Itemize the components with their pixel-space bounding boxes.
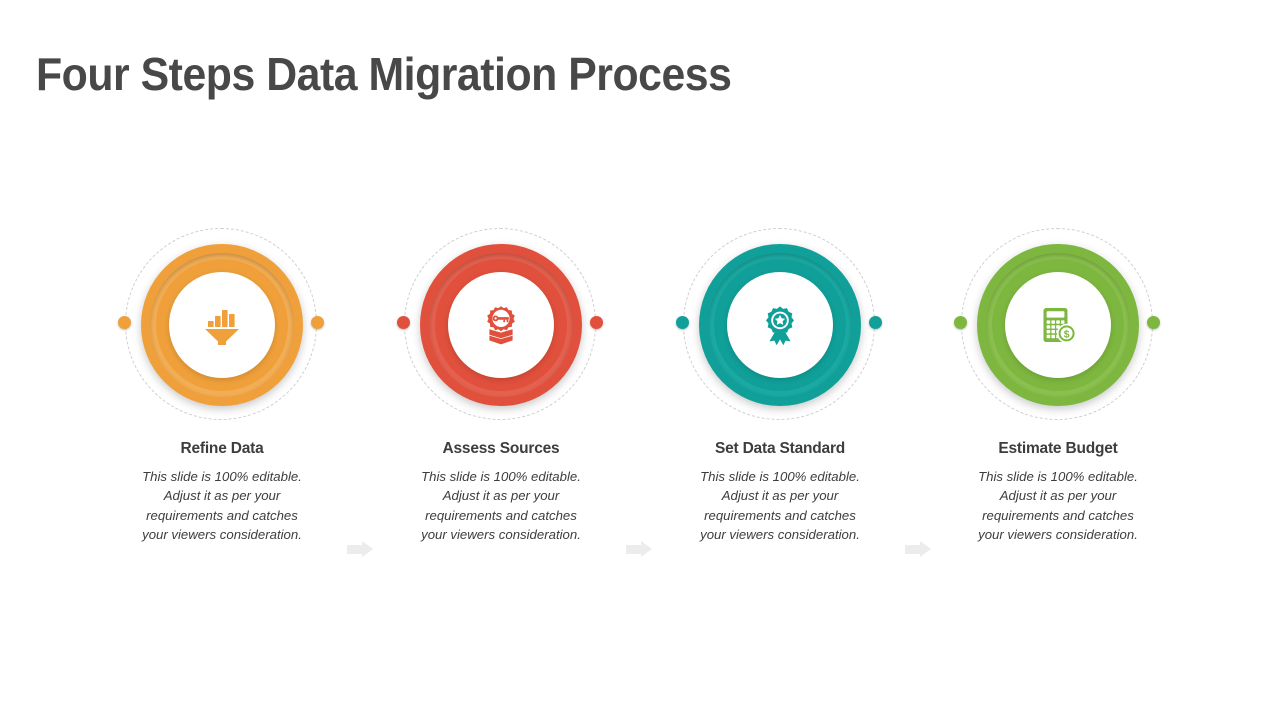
step-2-circle-group[interactable] xyxy=(397,228,603,422)
arrow-connector-3 xyxy=(905,541,931,558)
step-1-circle-group[interactable] xyxy=(118,228,324,422)
gear-key-box-icon xyxy=(478,302,524,348)
step-2-heading: Assess Sources xyxy=(442,440,560,457)
page-title: Four Steps Data Migration Process xyxy=(36,48,732,100)
arrow-connector-2 xyxy=(626,541,652,558)
step-2-icon-disc xyxy=(448,272,554,378)
step-3-description: This slide is 100% editable. Adjust it a… xyxy=(700,469,860,542)
award-medal-icon xyxy=(757,302,803,348)
step-4-heading: Estimate Budget xyxy=(998,440,1118,457)
step-4-description: This slide is 100% editable. Adjust it a… xyxy=(978,469,1138,542)
step-3-node-dot-left xyxy=(676,316,689,329)
step-3-text-block: Set Data Standard This slide is 100% edi… xyxy=(640,440,920,544)
arrow-head-icon xyxy=(920,541,931,557)
step-3-node-dot-right xyxy=(869,316,882,329)
svg-text:$: $ xyxy=(1064,329,1070,340)
process-step-3[interactable]: Set Data Standard This slide is 100% edi… xyxy=(640,228,920,588)
step-3-heading: Set Data Standard xyxy=(714,440,846,457)
step-1-description: This slide is 100% editable. Adjust it a… xyxy=(142,469,302,542)
step-1-node-dot-left xyxy=(118,316,131,329)
step-3-icon-disc xyxy=(727,272,833,378)
process-steps-row: Refine Data This slide is 100% editable.… xyxy=(0,228,1280,588)
step-1-icon-disc xyxy=(169,272,275,378)
step-2-description: This slide is 100% editable. Adjust it a… xyxy=(421,469,581,542)
arrow-head-icon xyxy=(362,541,373,557)
step-3-circle-group[interactable] xyxy=(676,228,882,422)
calculator-dollar-icon: $ xyxy=(1035,302,1081,348)
step-1-text-block: Refine Data This slide is 100% editable.… xyxy=(82,440,362,544)
step-4-text-block: Estimate Budget This slide is 100% edita… xyxy=(918,440,1198,544)
step-1-node-dot-right xyxy=(311,316,324,329)
data-funnel-icon xyxy=(199,302,245,348)
step-4-node-dot-left xyxy=(954,316,967,329)
process-step-2[interactable]: Assess Sources This slide is 100% editab… xyxy=(361,228,641,588)
process-step-4[interactable]: $ Estimate Budget This slide is 100% edi… xyxy=(918,228,1198,588)
step-4-node-dot-right xyxy=(1147,316,1160,329)
arrow-head-icon xyxy=(641,541,652,557)
step-1-heading: Refine Data xyxy=(180,440,264,457)
step-2-node-dot-left xyxy=(397,316,410,329)
step-4-icon-disc: $ xyxy=(1005,272,1111,378)
arrow-tail xyxy=(626,545,642,554)
step-2-text-block: Assess Sources This slide is 100% editab… xyxy=(361,440,641,544)
process-step-1[interactable]: Refine Data This slide is 100% editable.… xyxy=(82,228,362,588)
arrow-tail xyxy=(905,545,921,554)
arrow-tail xyxy=(347,545,363,554)
arrow-connector-1 xyxy=(347,541,373,558)
step-2-node-dot-right xyxy=(590,316,603,329)
step-4-circle-group[interactable]: $ xyxy=(954,228,1160,422)
